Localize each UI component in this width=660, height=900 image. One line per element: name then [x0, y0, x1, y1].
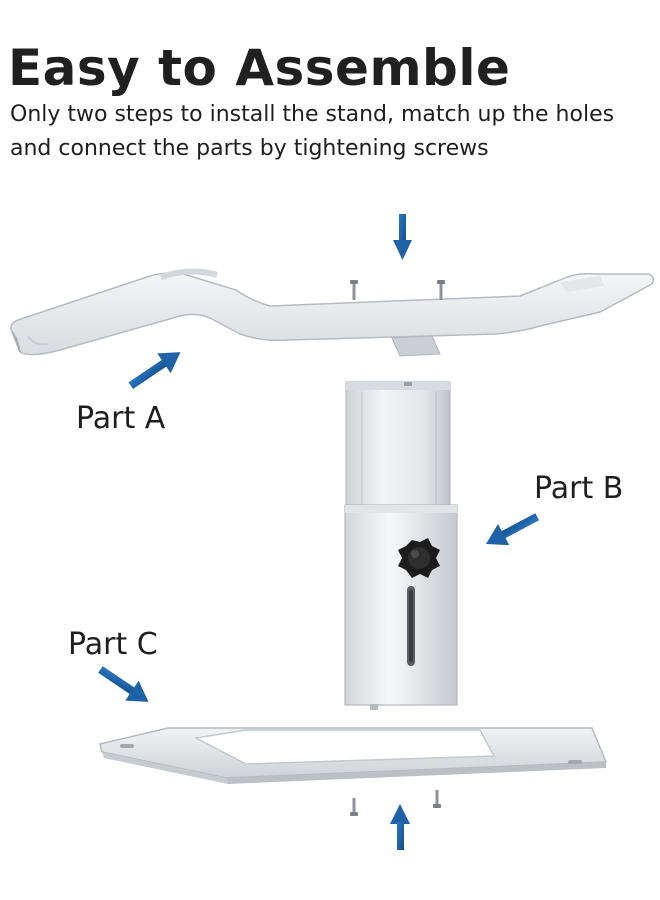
- part-a-label: Part A: [76, 401, 166, 436]
- part-b-label: Part B: [534, 471, 624, 506]
- part-c-label: Part C: [68, 627, 158, 662]
- screw-icon: [350, 798, 358, 816]
- part-c-base-plate: [99, 727, 608, 784]
- part-b-pole: [344, 381, 458, 710]
- arrow-up-icon: [390, 804, 410, 850]
- arrow-diagonal-icon: [128, 352, 181, 389]
- page-title: Easy to Assemble: [8, 39, 511, 97]
- screw-icon: [433, 790, 441, 808]
- arrow-diagonal-icon: [485, 513, 540, 546]
- arrow-down-icon: [393, 214, 412, 260]
- screw-icon: [350, 280, 358, 300]
- screw-icon: [437, 280, 445, 300]
- arrow-diagonal-icon: [98, 666, 149, 702]
- part-a-top-plate: [10, 268, 655, 357]
- knob-icon: [398, 538, 440, 578]
- description-text: Only two steps to install the stand, mat…: [10, 102, 615, 161]
